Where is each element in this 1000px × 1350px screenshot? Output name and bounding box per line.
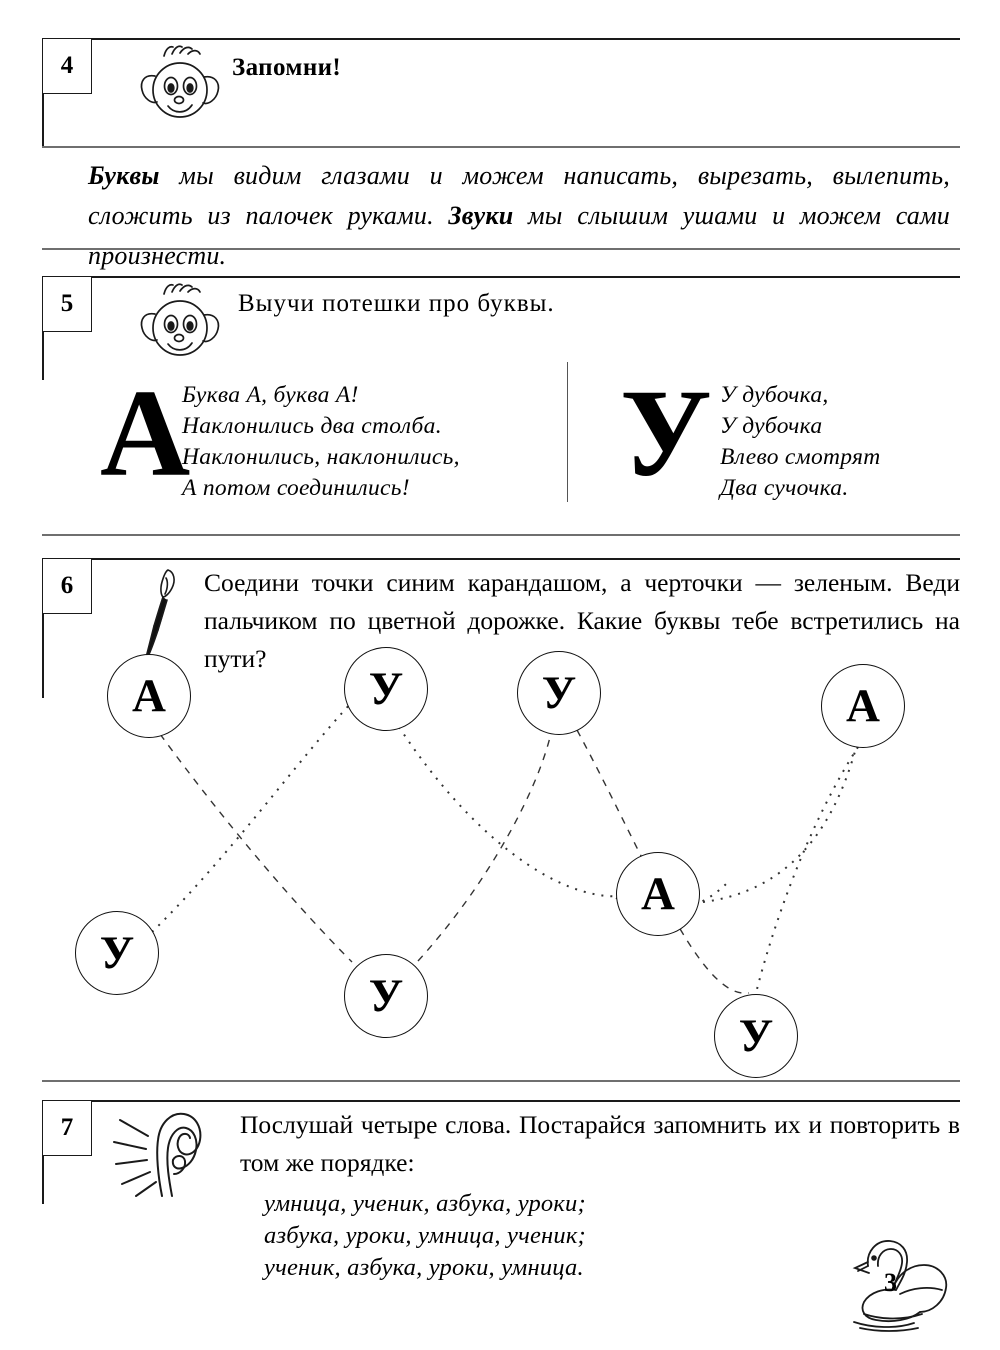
letter-node-label: А (846, 680, 880, 732)
exercise-4-body-lead: Буквы (88, 161, 160, 190)
exercise-6-top-rule (42, 558, 960, 560)
exercise-5-poem-u: У дубочка, У дубочка Влево смотрят Два с… (720, 382, 881, 501)
exercise-6-number: 6 (42, 558, 92, 614)
exercise-4-number: 4 (42, 38, 92, 94)
exercise-7: 7 Послушай четыре слова. Постарайся запо… (42, 1100, 960, 1300)
monkey-face-icon (134, 282, 226, 371)
letter-node-u-2[interactable]: У (517, 651, 601, 735)
exercise-7-number: 7 (42, 1100, 92, 1156)
exercise-5-number: 5 (42, 276, 92, 332)
exercise-7-top-rule (42, 1100, 960, 1102)
letter-node-a-2[interactable]: А (821, 664, 905, 748)
exercise-6-title: Соедини точки синим карандашом, а черточ… (204, 568, 960, 673)
exercise-5-big-letter-u: У (620, 365, 712, 503)
exercise-4-body-bold2: Звуки (448, 201, 514, 230)
ear-icon (113, 1106, 210, 1203)
exercise-4-mid-rule (42, 146, 960, 148)
exercise-7-word-list: умница, ученик, азбука, уроки; азбука, у… (264, 1190, 586, 1281)
exercise-4-body-part1: мы видим глазами и можем написать, вырез… (88, 161, 950, 230)
letter-node-label: У (368, 970, 404, 1022)
exercise-5-big-letter-a: А (100, 365, 191, 503)
letter-node-u-5[interactable]: У (714, 994, 798, 1078)
exercise-4-body-part2: мы слышим ушами и можем сами произнести. (88, 201, 950, 270)
letter-node-label: У (541, 667, 577, 719)
exercise-5-poem-a: Буква А, буква А! Наклонились два столба… (182, 382, 460, 501)
letter-node-label: А (132, 670, 166, 722)
exercise-5-bottom-rule (42, 534, 960, 536)
brush-icon (138, 564, 186, 679)
letter-node-u-4[interactable]: У (344, 954, 428, 1038)
letter-node-u-3[interactable]: У (75, 911, 159, 995)
exercise-6-left-rule (42, 558, 44, 698)
exercise-5-top-rule (42, 276, 960, 278)
letter-node-u-1[interactable]: У (344, 647, 428, 731)
exercise-6-bottom-rule (42, 1080, 960, 1082)
monkey-face-icon (134, 44, 226, 133)
letter-node-label: У (738, 1010, 774, 1062)
exercise-7-title: Послушай четыре слова. Постарайся запомн… (240, 1110, 960, 1177)
exercise-5: 5 Выучи потешки про буквы. А Буква А, б (42, 276, 960, 536)
letter-node-label: А (641, 868, 675, 920)
letter-node-label: У (368, 663, 404, 715)
exercise-4-bottom-rule (42, 248, 960, 250)
letter-node-label: У (99, 927, 135, 979)
exercise-5-divider (567, 362, 569, 502)
exercise-5-title: Выучи потешки про буквы. (238, 290, 555, 317)
page-number: 3 (884, 1268, 897, 1297)
exercise-6: 6 Соедини точки синим карандашом, а черт… (42, 558, 960, 1076)
letter-node-a-1[interactable]: А (107, 654, 191, 738)
exercise-4-title: Запомни! (232, 54, 342, 81)
exercise-4: 4 Запомни! Буквы мы видим глаз (42, 38, 960, 270)
exercise-4-top-rule (42, 38, 960, 40)
exercise-4-body: Буквы мы видим глазами и можем написать,… (88, 156, 950, 276)
swan-icon (838, 1232, 966, 1341)
letter-node-a-3[interactable]: А (616, 852, 700, 936)
